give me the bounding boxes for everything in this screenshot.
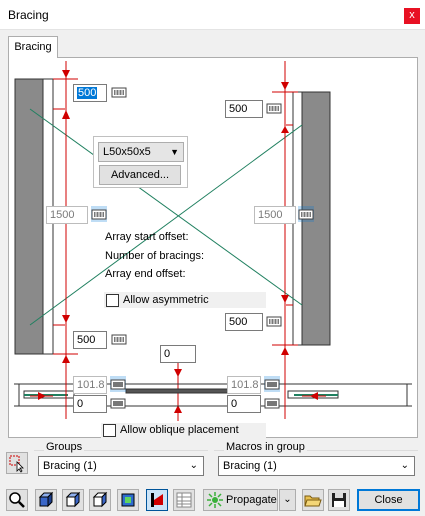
chevron-down-icon: ⌄ [283, 494, 292, 505]
allow-asymmetric-label: Allow asymmetric [123, 294, 209, 306]
macros-select-value: Bracing (1) [223, 460, 277, 472]
left-mid-offset-input[interactable]: 1500 [46, 206, 88, 224]
bottom-right-mode-icon[interactable] [266, 313, 282, 329]
profile-select[interactable]: L50x50x5 ▼ [98, 142, 184, 162]
chevron-down-icon: ⌄ [400, 460, 409, 471]
allow-oblique-label: Allow oblique placement [120, 424, 239, 436]
model-button[interactable] [117, 489, 139, 511]
cube-icon [92, 491, 108, 508]
bracing-drawing [14, 61, 412, 421]
left-plan-offset-1-input[interactable]: 101.8 [73, 376, 107, 394]
left-plan-offset-2-input[interactable]: 0 [73, 395, 107, 413]
right-mid-offset-input[interactable]: 1500 [254, 206, 296, 224]
table-icon [176, 492, 192, 508]
profile-select-value: L50x50x5 [103, 146, 151, 158]
open-button[interactable] [302, 489, 324, 511]
right-dim-arrow-4 [281, 347, 289, 355]
tab-bracing-label: Bracing [14, 41, 52, 53]
left-dim-arrow-1 [62, 70, 70, 78]
left-plan-mode-icon-2[interactable] [110, 395, 126, 411]
array-count-label: Number of bracings: [105, 250, 205, 262]
center-offset-input[interactable]: 0 [160, 345, 196, 363]
left-column [14, 78, 44, 355]
left-plan-mode-icon-1[interactable] [110, 376, 126, 392]
magnifier-icon [9, 492, 25, 508]
groups-select-value: Bracing (1) [43, 460, 97, 472]
folder-open-icon [304, 495, 322, 507]
table-button[interactable] [173, 489, 195, 511]
connection-button[interactable] [146, 489, 168, 511]
right-dim-arrow-3 [281, 295, 289, 303]
right-plan-offset-1-input[interactable]: 101.8 [227, 376, 261, 394]
plan-center-brace [125, 388, 231, 394]
right-plan-offset-2-input[interactable]: 0 [227, 395, 261, 413]
right-mid-mode-icon[interactable] [298, 206, 314, 222]
cube-icon [38, 491, 54, 508]
propagate-label: Propagate [226, 494, 277, 506]
macros-divider [214, 450, 418, 451]
propagate-button[interactable]: Propagate [203, 489, 278, 511]
advanced-button[interactable]: Advanced... [99, 165, 181, 185]
title-bar [0, 0, 425, 30]
view-3d-button-1[interactable] [35, 489, 57, 511]
close-button[interactable]: Close [357, 489, 420, 511]
view-3d-button-3[interactable] [89, 489, 111, 511]
bottom-left-mode-icon[interactable] [111, 331, 127, 347]
propagate-icon [207, 492, 223, 508]
array-end-label: Array end offset: [105, 268, 186, 280]
right-dim-arrow-1 [281, 82, 289, 90]
window-title: Bracing [8, 8, 49, 22]
bottom-right-offset-input[interactable]: 500 [225, 313, 263, 331]
cube-icon [65, 491, 81, 508]
left-dim-arrow-3 [62, 315, 70, 323]
center-dim-arrow-2 [174, 405, 182, 413]
groups-divider [34, 450, 208, 451]
save-icon [332, 493, 346, 507]
macros-select[interactable]: Bracing (1) ⌄ [218, 456, 415, 476]
center-dim-arrow-1 [174, 369, 182, 377]
save-button[interactable] [328, 489, 350, 511]
chevron-down-icon: ⌄ [189, 460, 198, 471]
right-dim-arrow-2 [281, 126, 289, 133]
top-left-mode-icon[interactable] [111, 84, 127, 100]
left-dim-arrow-4 [62, 355, 70, 363]
brace-line-1 [29, 108, 303, 306]
top-left-offset-input[interactable]: 500 [73, 84, 107, 102]
brace-line-2 [29, 124, 303, 326]
top-right-mode-icon[interactable] [266, 100, 282, 116]
allow-oblique-row [101, 423, 266, 439]
right-plan-mode-icon-2[interactable] [264, 395, 280, 411]
macros-label: Macros in group [224, 441, 307, 453]
right-plan-mode-icon-1[interactable] [264, 376, 280, 392]
allow-asymmetric-row [104, 292, 266, 308]
array-start-label: Array start offset: [105, 231, 189, 243]
left-dim-arrow-2 [62, 110, 70, 119]
close-window-button[interactable]: x [404, 8, 420, 24]
connection-icon [151, 493, 163, 507]
model-icon [121, 493, 135, 507]
tab-panel [8, 57, 418, 438]
groups-select[interactable]: Bracing (1) ⌄ [38, 456, 204, 476]
inquire-button[interactable] [6, 489, 28, 511]
allow-oblique-checkbox[interactable] [103, 424, 116, 437]
left-mid-mode-icon[interactable] [91, 206, 107, 222]
propagate-dropdown-button[interactable]: ⌄ [279, 489, 296, 511]
top-right-offset-input[interactable]: 500 [225, 100, 263, 118]
select-group-button[interactable] [6, 452, 28, 474]
tab-bracing[interactable]: Bracing [8, 36, 58, 58]
chevron-down-icon: ▼ [170, 147, 179, 157]
allow-asymmetric-checkbox[interactable] [106, 294, 119, 307]
view-3d-button-2[interactable] [62, 489, 84, 511]
groups-label: Groups [44, 441, 85, 453]
bottom-left-offset-input[interactable]: 500 [73, 331, 107, 349]
